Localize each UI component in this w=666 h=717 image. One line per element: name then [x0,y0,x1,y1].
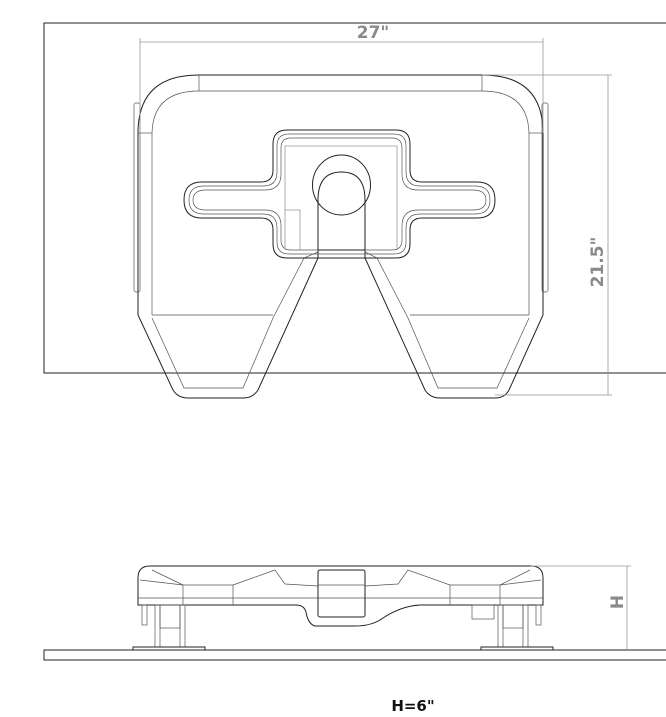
bed-outline [43,22,666,374]
width-label: 27" [357,23,390,43]
inner-rim [151,90,530,315]
depth-dimension: 21.5" [482,74,612,396]
top-view: 27" 21.5" [43,22,666,399]
right-prong-inner [364,251,530,389]
kingpin-slot [317,171,366,251]
cross-slot [183,129,496,259]
height-note: H=6" [391,697,434,715]
side-body-outline [137,565,544,627]
width-dimension: 27" [139,23,544,133]
center-kingpin-block [317,569,366,618]
kingpin-bearing [312,154,371,216]
height-symbol: H [608,595,628,609]
side-body-contour [138,569,543,605]
height-dimension: H [531,565,631,650]
left-bracket [133,102,141,293]
left-prong-inner [151,251,319,389]
right-bracket [541,102,549,293]
base-plate [43,649,666,661]
pivot-plate [284,145,398,250]
side-view: H H=6" [43,565,666,715]
hitch-body-outline [137,74,544,399]
right-mount [471,604,554,651]
left-mount [132,604,206,651]
depth-label: 21.5" [588,237,608,288]
